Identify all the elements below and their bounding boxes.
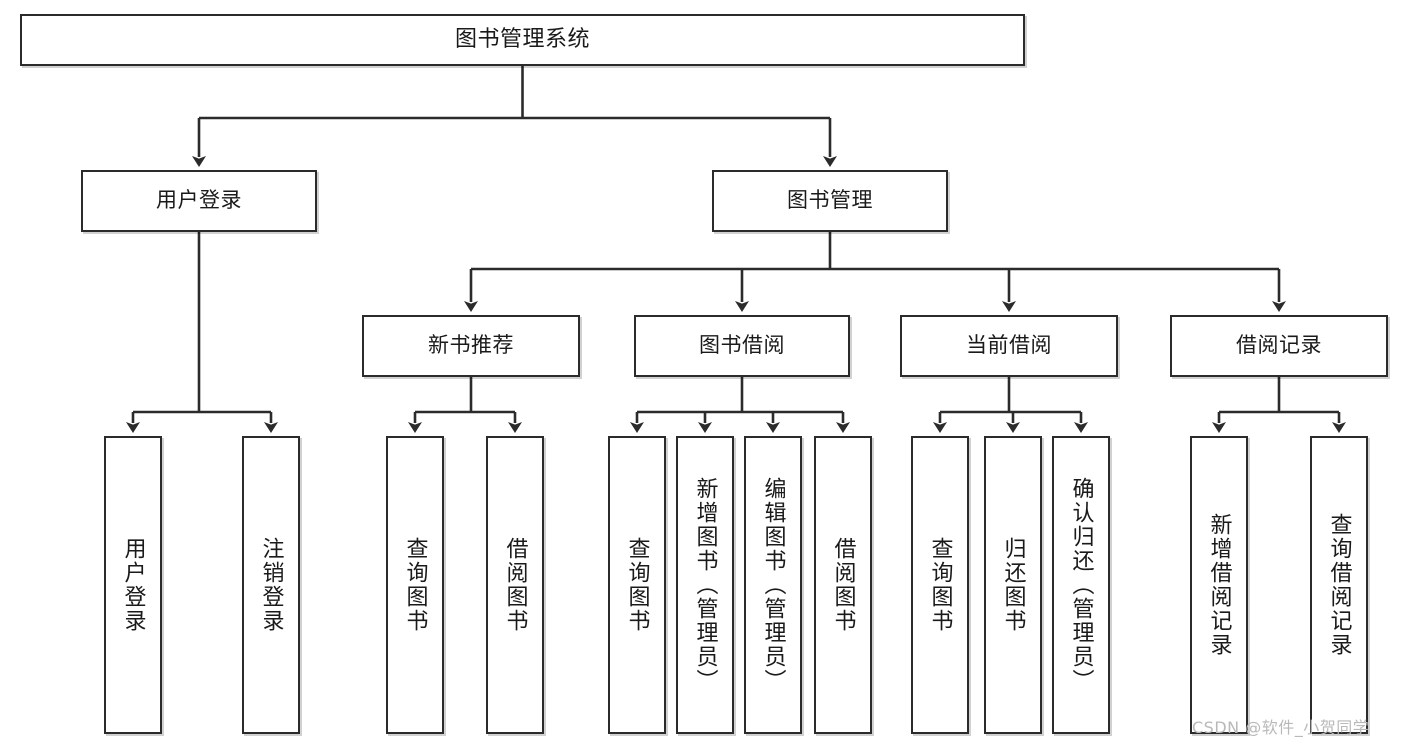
node-lf_3[interactable]: 借阅图书	[486, 436, 544, 734]
node-label: 编辑图书（管理员）	[760, 477, 786, 693]
watermark-label: CSDN @软件_小贺同学	[1192, 718, 1370, 737]
node-lf_12[interactable]: 查询借阅记录	[1310, 436, 1368, 734]
node-lf_0[interactable]: 用户登录	[104, 436, 162, 734]
node-lf_7[interactable]: 借阅图书	[814, 436, 872, 734]
node-label: 图书借阅	[699, 333, 785, 358]
node-label: 归还图书	[1000, 537, 1026, 633]
node-l1_1[interactable]: 图书管理	[712, 170, 948, 232]
node-lf_5[interactable]: 新增图书（管理员）	[676, 436, 734, 734]
node-l2_1[interactable]: 图书借阅	[634, 315, 850, 377]
node-label: 新增图书（管理员）	[692, 477, 718, 693]
node-label: 新增借阅记录	[1206, 513, 1232, 657]
node-label: 当前借阅	[966, 333, 1052, 358]
node-lf_10[interactable]: 确认归还（管理员）	[1052, 436, 1110, 734]
node-lf_6[interactable]: 编辑图书（管理员）	[744, 436, 802, 734]
node-label: 注销登录	[258, 537, 284, 633]
node-lf_11[interactable]: 新增借阅记录	[1190, 436, 1248, 734]
node-lf_8[interactable]: 查询图书	[911, 436, 969, 734]
node-label: 确认归还（管理员）	[1068, 477, 1094, 693]
node-l2_3[interactable]: 借阅记录	[1170, 315, 1388, 377]
node-label: 用户登录	[156, 188, 242, 213]
node-l1_0[interactable]: 用户登录	[81, 170, 317, 232]
node-lf_1[interactable]: 注销登录	[242, 436, 300, 734]
node-label: 借阅记录	[1236, 333, 1322, 358]
node-lf_9[interactable]: 归还图书	[984, 436, 1042, 734]
node-l2_0[interactable]: 新书推荐	[362, 315, 580, 377]
node-root[interactable]: 图书管理系统	[20, 14, 1025, 66]
node-l2_2[interactable]: 当前借阅	[900, 315, 1118, 377]
node-label: 查询借阅记录	[1326, 513, 1352, 657]
node-lf_2[interactable]: 查询图书	[386, 436, 444, 734]
node-label: 借阅图书	[502, 537, 528, 633]
node-label: 图书管理系统	[454, 26, 590, 52]
node-label: 查询图书	[402, 537, 428, 633]
node-lf_4[interactable]: 查询图书	[608, 436, 666, 734]
node-label: 借阅图书	[830, 537, 856, 633]
node-label: 查询图书	[624, 537, 650, 633]
node-label: 用户登录	[120, 537, 146, 633]
node-label: 查询图书	[927, 537, 953, 633]
node-label: 新书推荐	[428, 333, 514, 358]
node-label: 图书管理	[787, 188, 873, 213]
